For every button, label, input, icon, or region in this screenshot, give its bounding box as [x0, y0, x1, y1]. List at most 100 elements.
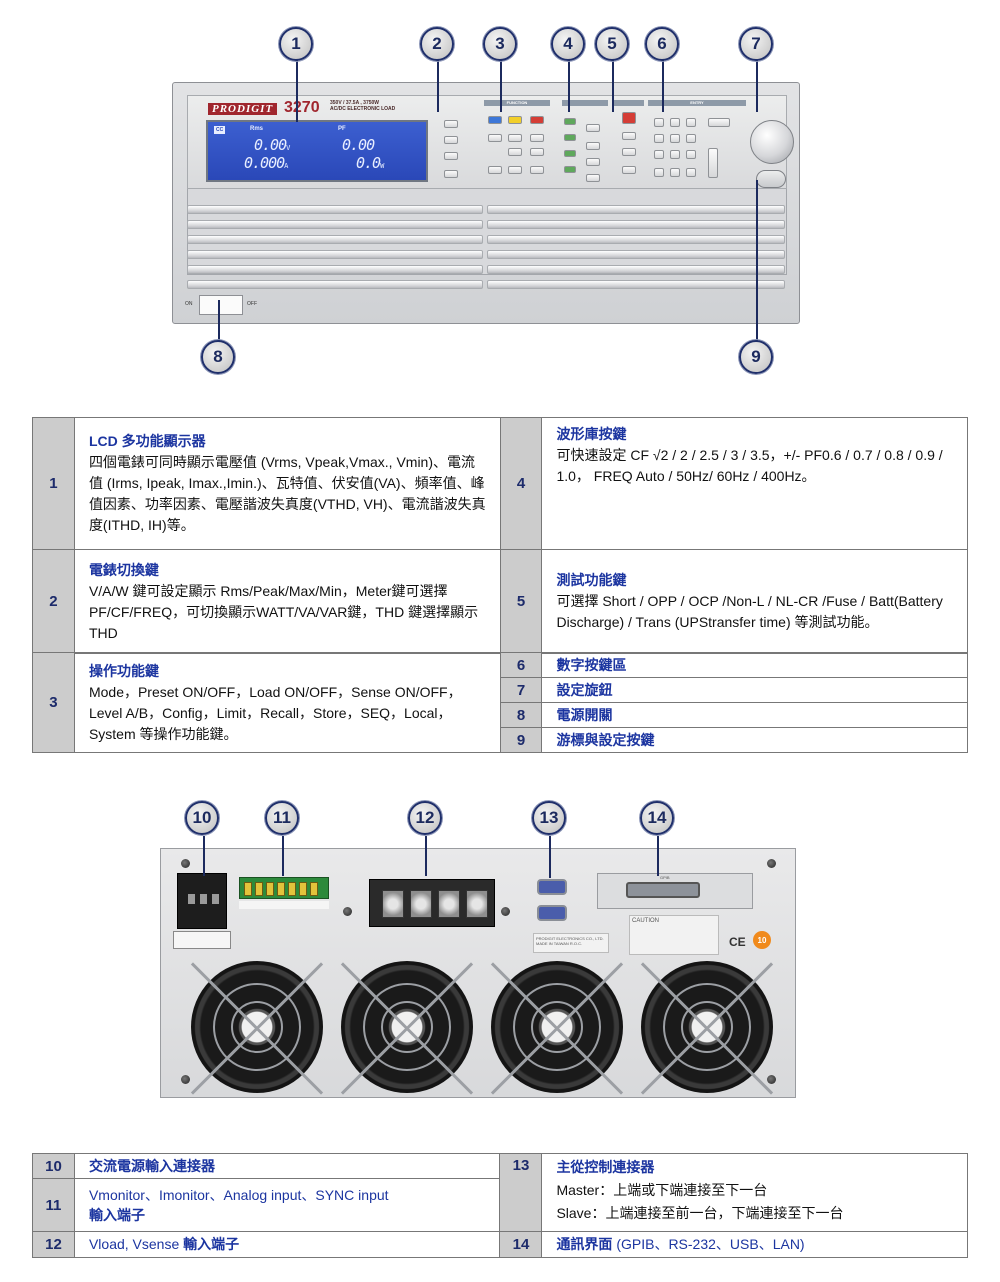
vent-slat [487, 250, 785, 259]
callout-5: 5 [595, 27, 629, 61]
row-2-title: 電錶切換鍵 [88, 561, 159, 578]
keypad-0[interactable] [654, 168, 664, 177]
wave-key-2[interactable] [564, 134, 576, 141]
rating-label [173, 931, 231, 949]
wave-key-pf[interactable] [586, 158, 600, 166]
keypad-5[interactable] [670, 134, 680, 143]
row-7-number: 7 [499, 677, 543, 703]
callout-4: 4 [551, 27, 585, 61]
test-setting-key[interactable] [622, 148, 636, 156]
callout-9: 9 [739, 340, 773, 374]
wave-key-1[interactable] [564, 118, 576, 125]
row-4-number: 4 [499, 417, 543, 550]
leader-line-11 [282, 836, 284, 876]
screw [343, 907, 352, 916]
row-13-number: 13 [499, 1153, 543, 1232]
meter-key-watt[interactable] [444, 152, 458, 160]
meter-key-thd[interactable] [444, 170, 458, 178]
row-3-number: 3 [32, 652, 75, 753]
row-14-title: 通訊界面 [556, 1236, 613, 1252]
lcd-pf-label: PF [338, 126, 346, 132]
rear-panel-photo: GPIB PRODIGIT ELECTRONICS CO., LTD. MADE… [160, 848, 796, 1098]
keypad-6[interactable] [686, 134, 696, 143]
monitor-terminal-block[interactable] [239, 877, 329, 899]
row-14-description: 通訊界面 (GPIB、RS-232、USB、LAN) [541, 1231, 968, 1258]
test-exit-key[interactable] [622, 166, 636, 174]
leader-line-4 [568, 60, 570, 112]
row-11-line2: 輸入端子 [88, 1207, 145, 1223]
vent-slat [487, 265, 785, 274]
row-8-title: 電源開關 [541, 702, 968, 728]
cooling-fan-1 [190, 961, 324, 1095]
cursor-keys[interactable] [756, 170, 786, 188]
callout-6: 6 [645, 27, 679, 61]
master-slave-port-lower[interactable] [537, 905, 567, 921]
keypad-1[interactable] [654, 150, 664, 159]
wave-key-cf[interactable] [586, 124, 600, 132]
system-key[interactable] [530, 166, 544, 174]
meter-key-meter[interactable] [444, 136, 458, 144]
vent-slat [187, 250, 483, 259]
config-key[interactable] [530, 134, 544, 142]
recall-key[interactable] [530, 148, 544, 156]
wave-key-3[interactable] [564, 150, 576, 157]
master-slave-port-upper[interactable] [537, 879, 567, 895]
callout-7: 7 [739, 27, 773, 61]
test-start-key[interactable] [622, 112, 636, 124]
wave-key-pf2[interactable] [586, 174, 600, 182]
sense-key[interactable] [488, 134, 502, 142]
keypad-8[interactable] [670, 118, 680, 127]
row-9-number: 9 [499, 727, 543, 753]
load-input-terminal[interactable] [369, 879, 495, 927]
lcd-pf-reading: 0.00 [342, 136, 375, 154]
keypad-minus[interactable] [686, 168, 696, 177]
rear-panel-table: 10 交流電源輸入連接器 13 主從控制連接器 Master：上端或下端連接至下… [32, 1153, 968, 1258]
leader-line-2 [437, 60, 439, 112]
row-12-number: 12 [32, 1231, 75, 1258]
keypad-dot[interactable] [670, 168, 680, 177]
ac-power-inlet[interactable] [177, 873, 227, 929]
seq-key[interactable] [488, 166, 502, 174]
leader-line-5 [612, 60, 614, 112]
leader-line-8 [218, 300, 220, 344]
limit-key[interactable] [508, 148, 522, 156]
row-10-title: 交流電源輸入連接器 [73, 1153, 501, 1179]
preset-key[interactable] [508, 116, 522, 124]
row-13-master: Master：上端或下端連接至下一台 [556, 1182, 768, 1198]
row-10-number: 10 [32, 1153, 75, 1179]
lcd-mode-tag: CC [214, 126, 226, 134]
row-2-body: V/A/W 鍵可設定顯示 Rms/Peak/Max/Min，Meter鍵可選擇 … [88, 582, 479, 641]
gpib-connector[interactable] [626, 882, 700, 898]
keypad-3[interactable] [686, 150, 696, 159]
rotary-knob[interactable] [750, 120, 794, 164]
row-4-body: 可快速設定 CF √2 / 2 / 2.5 / 3 / 3.5，+/- PF0.… [556, 447, 943, 484]
row-4-description: 波形庫按鍵 可快速設定 CF √2 / 2 / 2.5 / 3 / 3.5，+/… [541, 417, 968, 550]
meter-key-vaw[interactable] [444, 120, 458, 128]
store-key[interactable] [508, 166, 522, 174]
test-spec-key[interactable] [622, 132, 636, 140]
keypad-7[interactable] [654, 118, 664, 127]
level-key[interactable] [508, 134, 522, 142]
cooling-fan-3 [490, 961, 624, 1095]
mode-key[interactable] [488, 116, 502, 124]
leader-line-3 [500, 60, 502, 112]
wave-key-4[interactable] [564, 166, 576, 173]
leader-line-13 [549, 836, 551, 878]
load-key[interactable] [530, 116, 544, 124]
keypad-clear[interactable] [708, 118, 730, 127]
keypad-9[interactable] [686, 118, 696, 127]
wave-key-freq[interactable] [586, 142, 600, 150]
power-switch[interactable] [199, 295, 243, 315]
row-1-number: 1 [32, 417, 75, 550]
screw [181, 1075, 190, 1084]
row-7-title: 設定旋鈕 [541, 677, 968, 703]
lcd-watt-reading: 0.0W [356, 154, 384, 172]
keypad-4[interactable] [654, 134, 664, 143]
maker-label: PRODIGIT ELECTRONICS CO., LTD. MADE IN T… [533, 933, 609, 953]
vent-slat [187, 265, 483, 274]
keypad-2[interactable] [670, 150, 680, 159]
screw [767, 1075, 776, 1084]
keypad-enter[interactable] [708, 148, 718, 178]
callout-11: 11 [265, 801, 299, 835]
screw [181, 859, 190, 868]
